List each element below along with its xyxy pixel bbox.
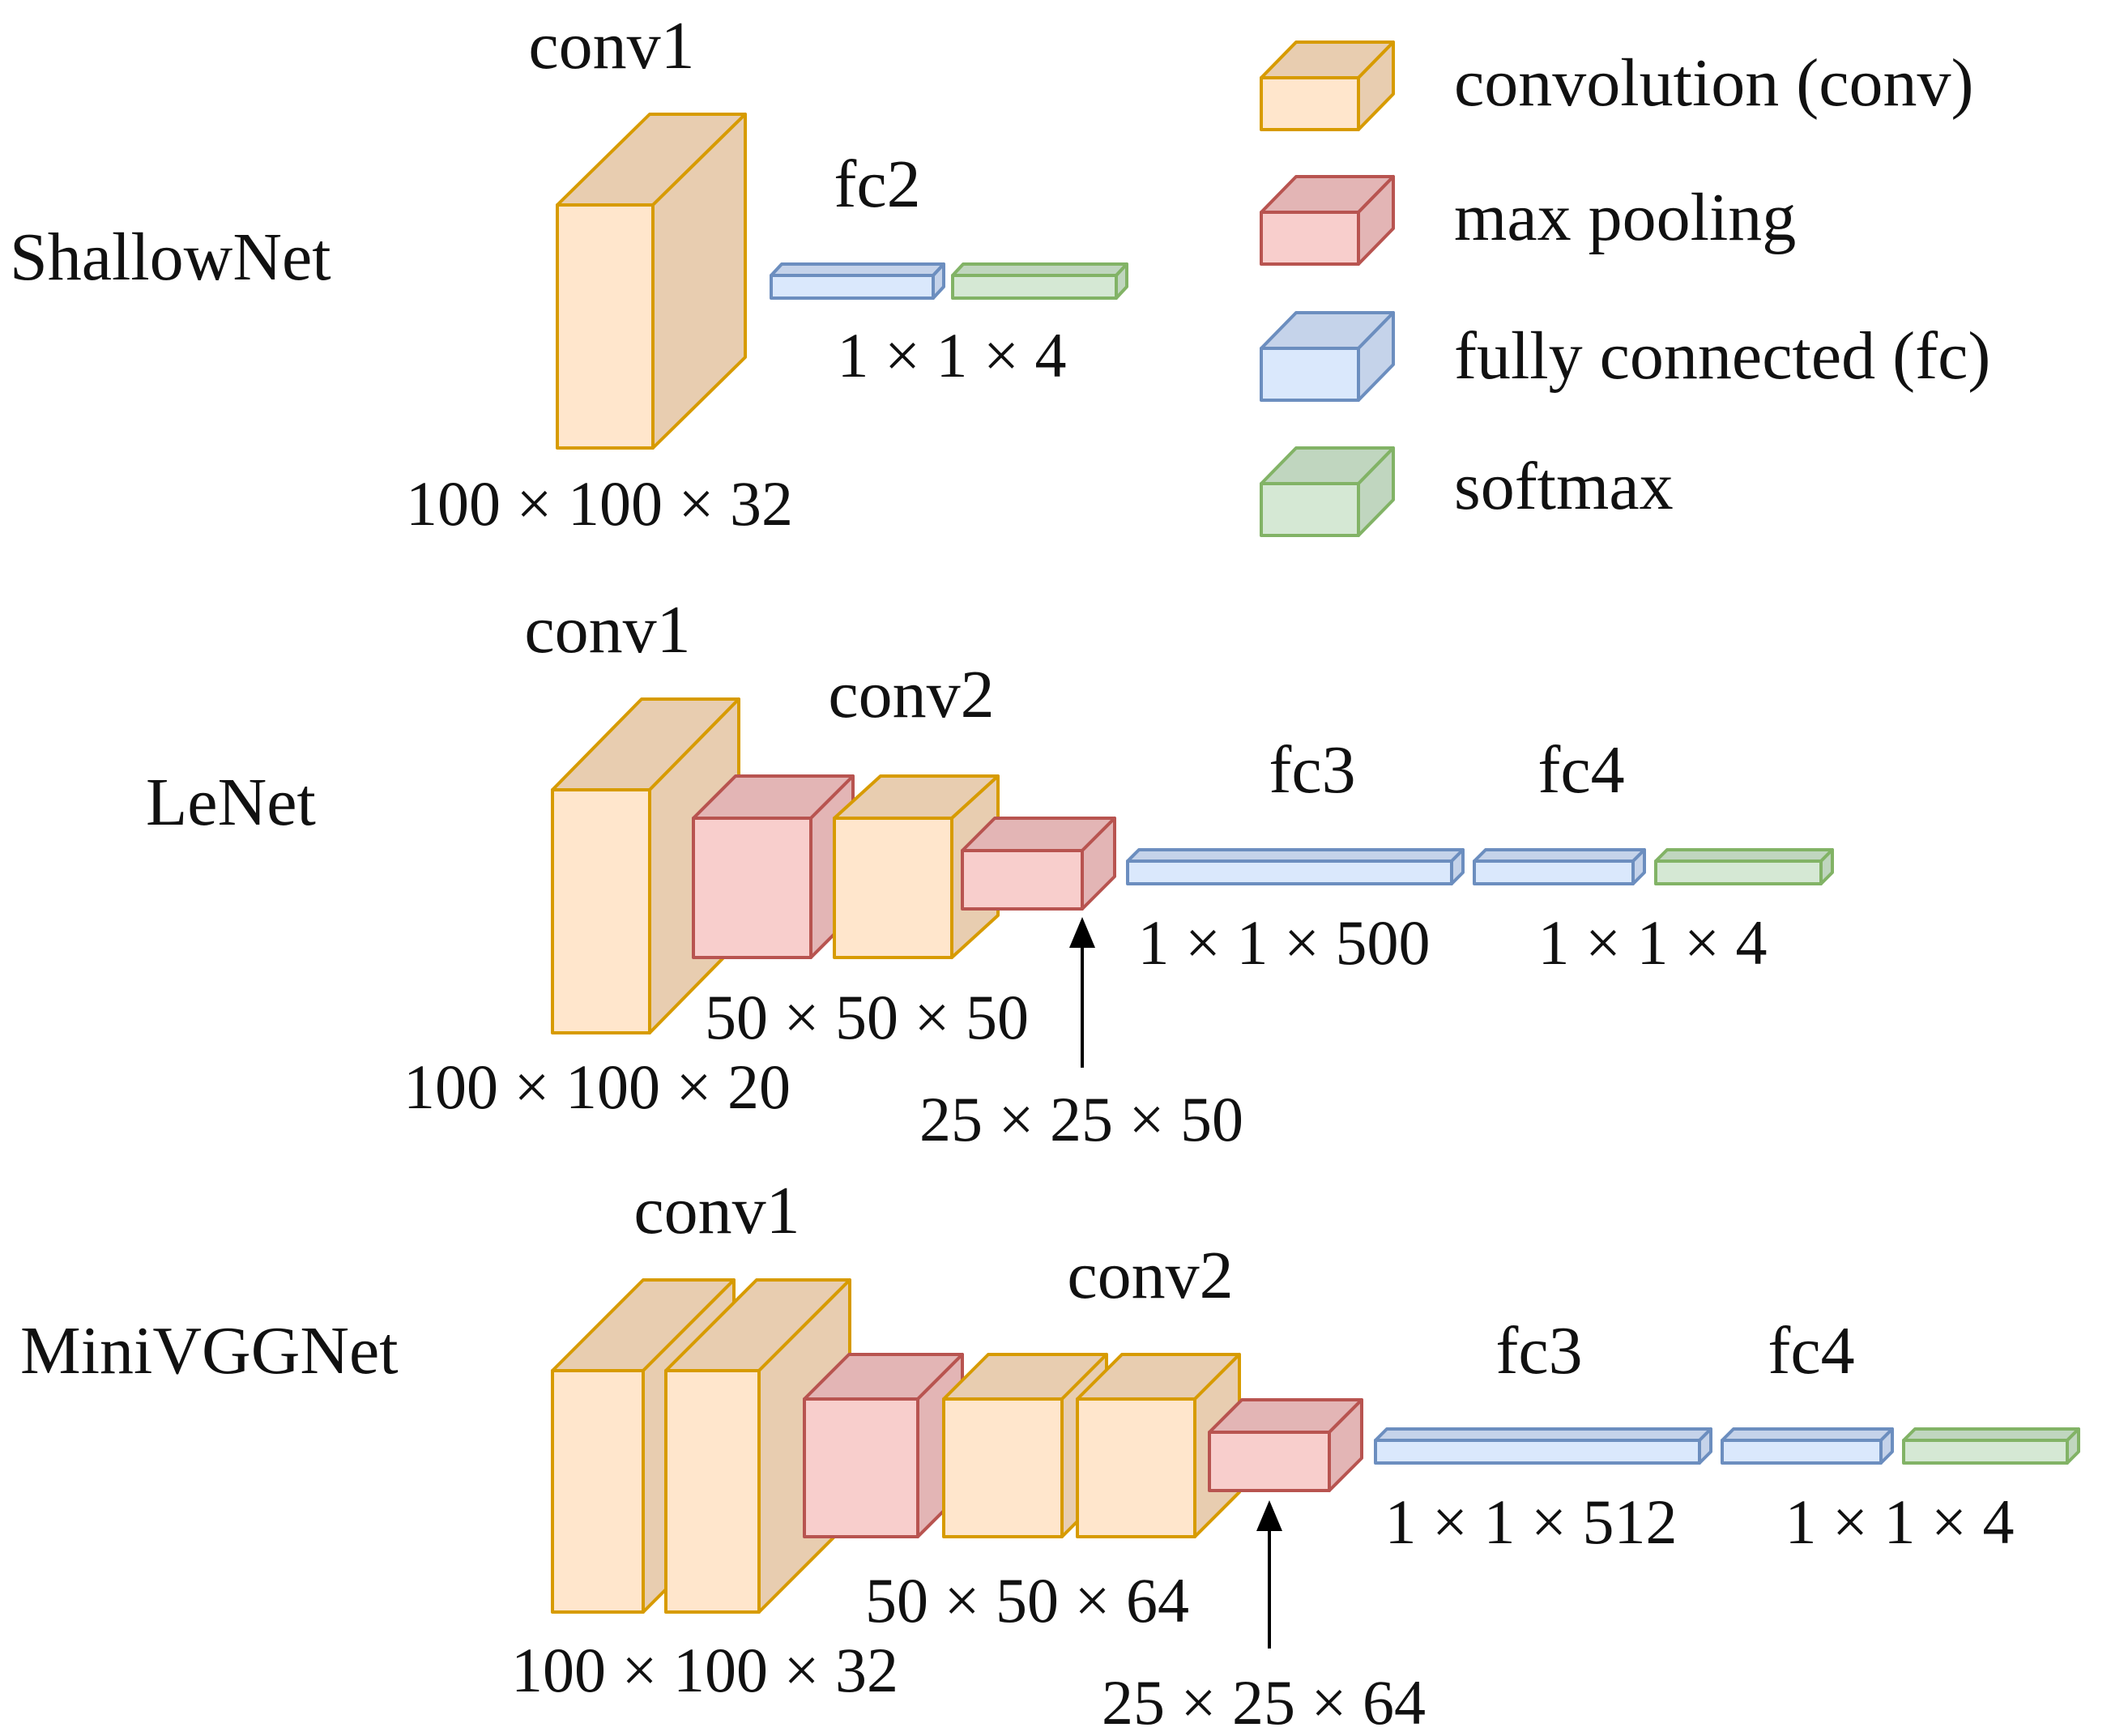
minivgg-pool1-block <box>803 1353 964 1538</box>
shallownet-conv1-label: conv1 <box>528 8 694 83</box>
minivgg-fc3-label: fc3 <box>1495 1313 1582 1388</box>
minivgg-conv1-dims: 100 × 100 × 32 <box>511 1635 898 1705</box>
minivgg-conv1-label: conv1 <box>633 1173 800 1248</box>
network-minivggnet: MiniVGGNet conv1 conv2 fc3 fc4 100 × 100… <box>20 1173 2080 1736</box>
legend-swatch-fc-front-face <box>1260 347 1360 402</box>
minivgg-fc3-block-top-face <box>1374 1427 1712 1442</box>
shallownet-fc2-block <box>770 262 945 300</box>
shallownet-conv1-block-front-face <box>556 203 655 450</box>
minivgg-fc3-block <box>1374 1427 1712 1465</box>
minivgg-fc4-block-front-face <box>1721 1439 1883 1465</box>
legend-swatch-pool <box>1260 175 1395 266</box>
shallownet-fc2-label: fc2 <box>834 147 920 222</box>
minivgg-pool1-block-front-face <box>803 1397 919 1538</box>
legend-label-softmax: softmax <box>1454 449 1674 524</box>
minivgg-conv1b-block-front-face <box>664 1369 761 1614</box>
legend-item-softmax: softmax <box>1260 446 1674 537</box>
minivgg-softmax-block-top-face <box>1902 1427 2080 1442</box>
shallownet-conv1-block <box>556 113 747 450</box>
legend: convolution (conv) max pooling fully con… <box>1260 41 1990 537</box>
lenet-fc3-block-top-face <box>1126 848 1465 863</box>
shallownet-conv1-dims: 100 × 100 × 32 <box>406 468 793 539</box>
minivgg-softmax-block-front-face <box>1902 1439 2069 1465</box>
lenet-pool1-block-front-face <box>692 817 812 959</box>
lenet-fc4-dims: 1 × 1 × 4 <box>1538 907 1768 978</box>
lenet-fc4-label: fc4 <box>1537 732 1624 808</box>
legend-swatch-softmax-front-face <box>1260 482 1360 537</box>
minivgg-fc4-block <box>1721 1427 1894 1465</box>
network-lenet: LeNet conv1 conv2 fc3 fc4 100 × 100 × 20… <box>146 592 1834 1154</box>
minivgg-conv2-dims: 50 × 50 × 64 <box>865 1565 1189 1636</box>
lenet-pool2-block <box>961 817 1116 911</box>
network-name-shallownet: ShallowNet <box>10 220 331 295</box>
network-name-lenet: LeNet <box>146 765 316 840</box>
legend-label-fc: fully connected (fc) <box>1454 318 1990 394</box>
lenet-pool1-block <box>692 774 855 959</box>
lenet-pool2-arrow <box>1069 917 1095 1068</box>
shallownet-fc-dims: 1 × 1 × 4 <box>838 320 1067 390</box>
lenet-fc4-block-front-face <box>1473 859 1635 885</box>
minivgg-conv2a-block <box>942 1353 1108 1538</box>
shallownet-fc2-block-top-face <box>770 262 945 277</box>
minivgg-fc4-block-top-face <box>1721 1427 1894 1442</box>
lenet-pool2-dims: 25 × 25 × 50 <box>919 1084 1243 1154</box>
shallownet-softmax-block <box>951 262 1128 300</box>
minivgg-pool2-block-front-face <box>1208 1431 1331 1492</box>
minivgg-fc4-dims: 1 × 1 × 4 <box>1785 1486 2015 1557</box>
legend-label-pool: max pooling <box>1454 180 1796 255</box>
shallownet-softmax-block-front-face <box>951 274 1118 300</box>
lenet-conv1-label: conv1 <box>524 592 690 668</box>
network-name-minivggnet: MiniVGGNet <box>20 1313 399 1388</box>
lenet-fc3-block-front-face <box>1126 859 1453 885</box>
minivgg-pool2-block <box>1208 1398 1363 1492</box>
minivgg-conv2b-block-front-face <box>1076 1397 1196 1538</box>
minivgg-fc4-label: fc4 <box>1768 1313 1854 1388</box>
legend-item-pool: max pooling <box>1260 175 1796 266</box>
minivgg-conv1a-block-front-face <box>551 1369 645 1614</box>
minivgg-conv2a-block-front-face <box>942 1397 1064 1538</box>
lenet-pool2-block-front-face <box>961 849 1084 911</box>
lenet-conv1-block-front-face <box>551 788 651 1034</box>
legend-item-fc: fully connected (fc) <box>1260 311 1990 402</box>
minivgg-pool2-arrow <box>1256 1500 1282 1649</box>
shallownet-softmax-block-top-face <box>951 262 1128 277</box>
lenet-fc4-block <box>1473 848 1646 885</box>
legend-swatch-conv <box>1260 41 1395 131</box>
minivgg-fc3-block-front-face <box>1374 1439 1701 1465</box>
lenet-fc3-label: fc3 <box>1269 732 1355 808</box>
lenet-conv2-block-front-face <box>833 817 953 959</box>
lenet-softmax-block <box>1654 848 1834 885</box>
lenet-conv2-label: conv2 <box>828 657 994 732</box>
lenet-fc4-block-top-face <box>1473 848 1646 863</box>
minivgg-conv2-label: conv2 <box>1067 1238 1233 1313</box>
lenet-softmax-block-front-face <box>1654 859 1823 885</box>
minivgg-softmax-block <box>1902 1427 2080 1465</box>
lenet-fc3-block <box>1126 848 1465 885</box>
legend-swatch-softmax <box>1260 446 1395 537</box>
minivgg-pool2-dims: 25 × 25 × 64 <box>1102 1667 1426 1736</box>
legend-swatch-pool-front-face <box>1260 211 1360 266</box>
legend-swatch-conv-front-face <box>1260 76 1360 131</box>
lenet-softmax-block-top-face <box>1654 848 1834 863</box>
legend-item-conv: convolution (conv) <box>1260 41 1974 131</box>
network-shallownet: ShallowNet conv1 fc2 100 × 100 × 32 1 × … <box>10 8 1128 539</box>
lenet-conv1-dims: 100 × 100 × 20 <box>403 1051 791 1122</box>
minivgg-fc3-dims: 1 × 1 × 512 <box>1385 1486 1678 1557</box>
legend-swatch-fc <box>1260 311 1395 402</box>
lenet-fc3-dims: 1 × 1 × 500 <box>1138 907 1431 978</box>
lenet-conv2-dims: 50 × 50 × 50 <box>705 982 1029 1052</box>
shallownet-fc2-block-front-face <box>770 274 935 300</box>
legend-label-conv: convolution (conv) <box>1454 45 1974 121</box>
